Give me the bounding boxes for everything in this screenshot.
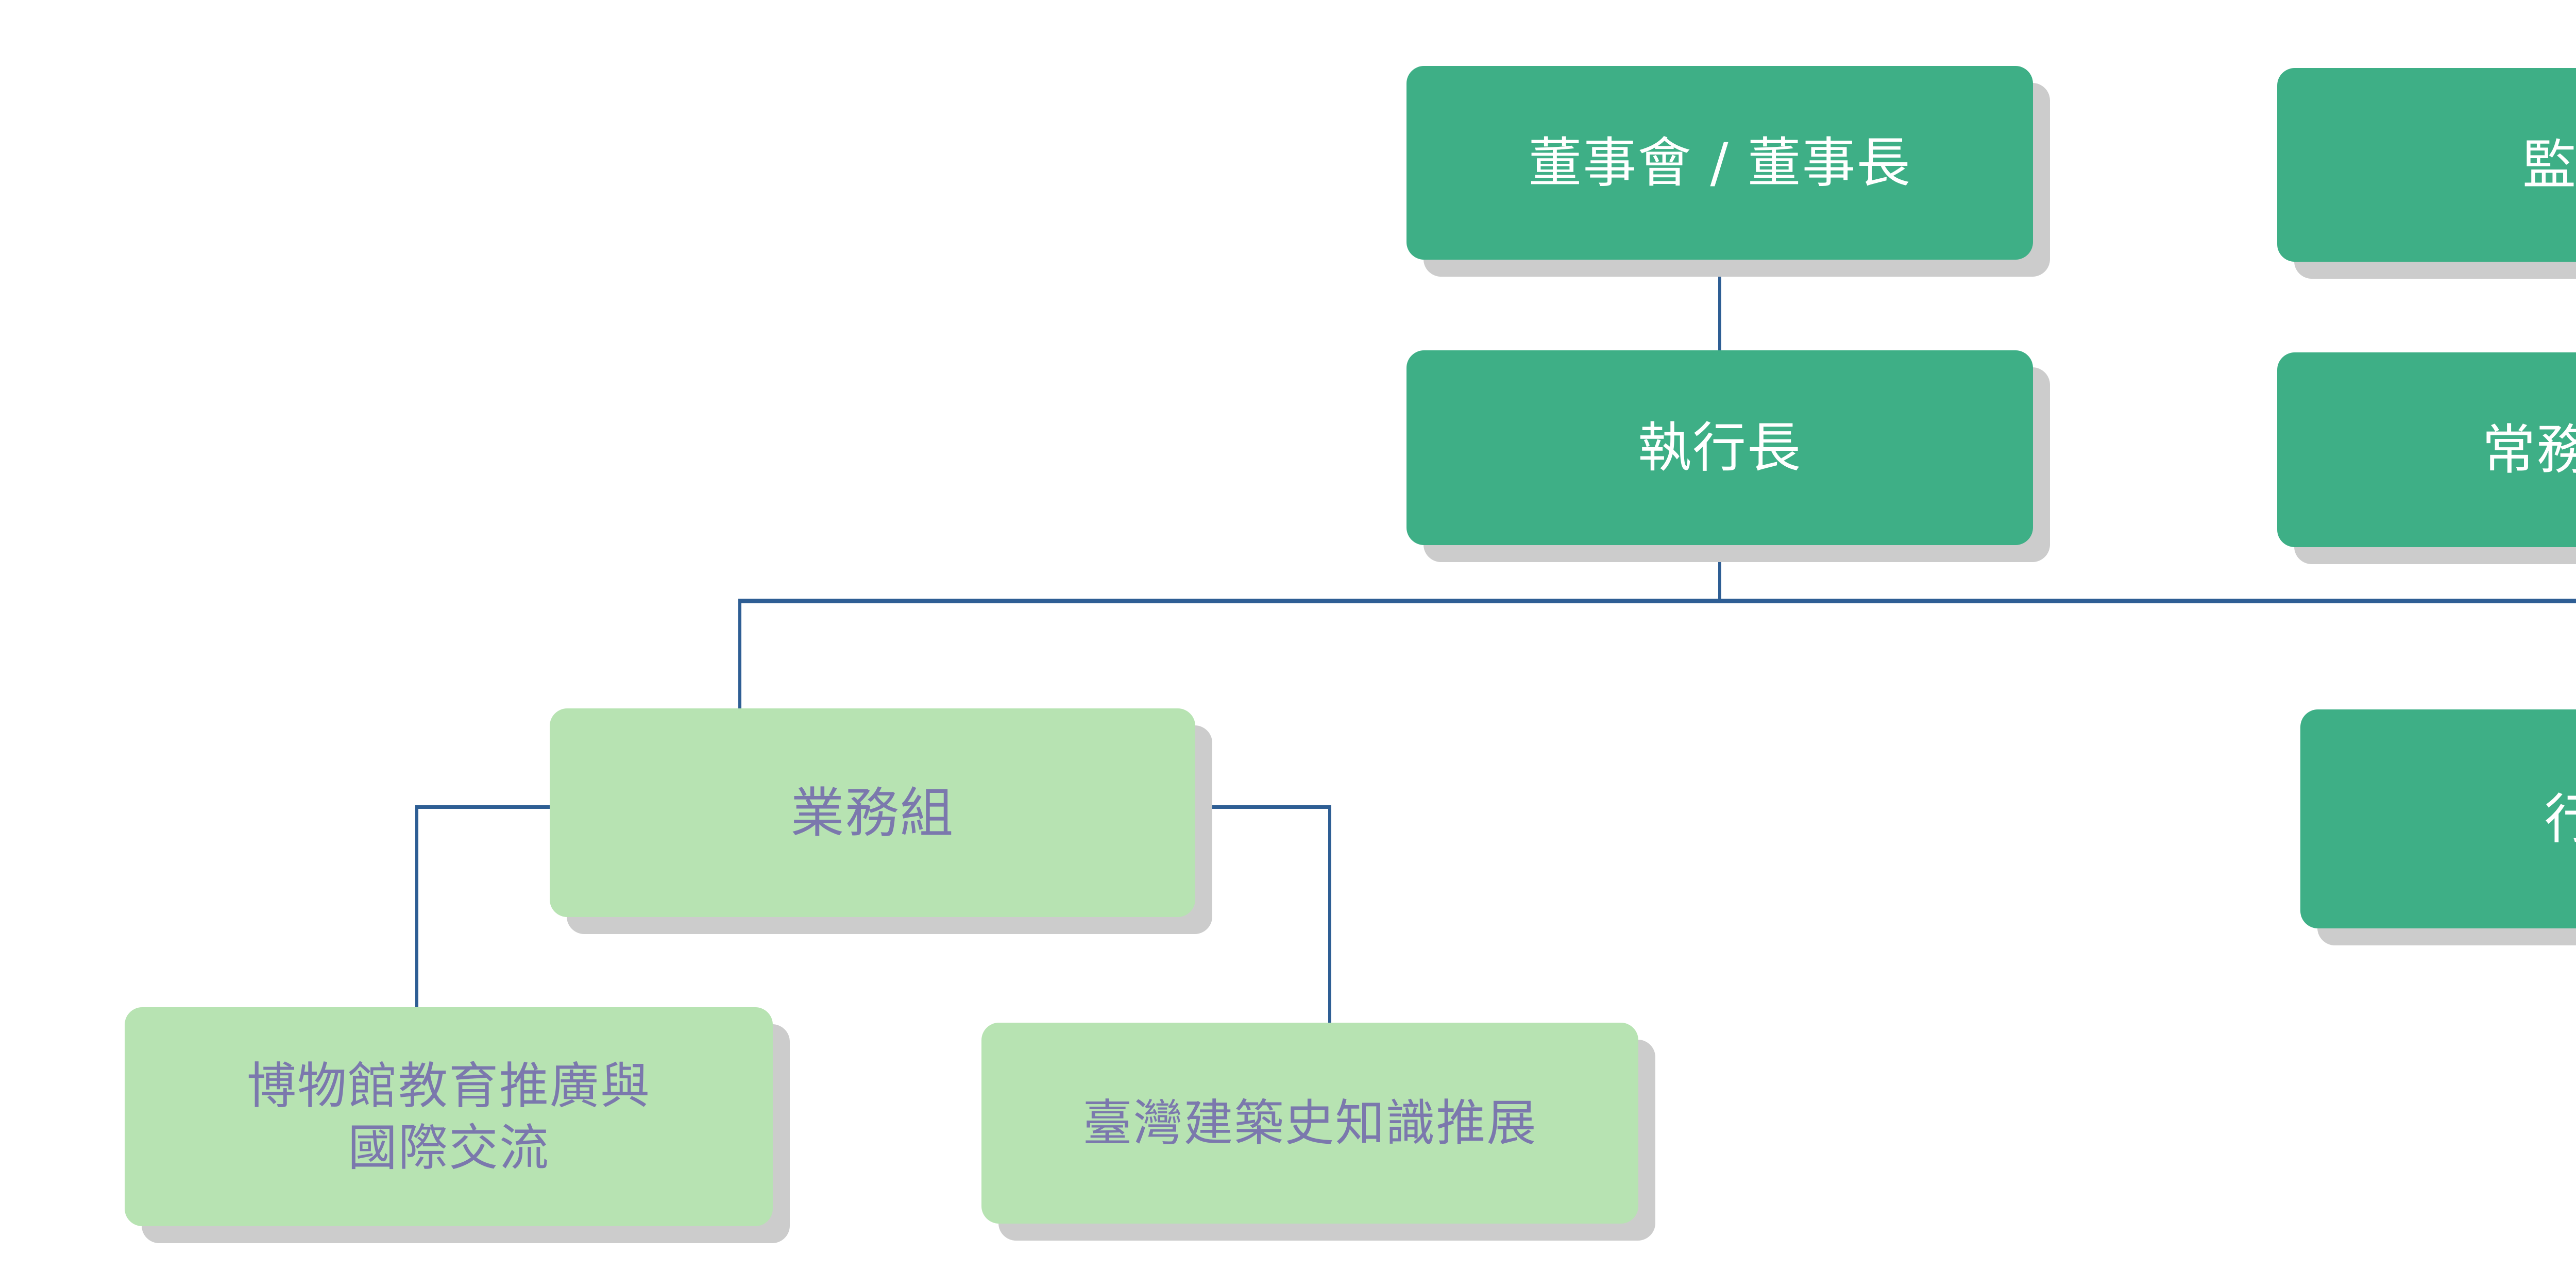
- node-taiwan-architecture-history-knowledge-label: 臺灣建築史知識推展: [1082, 1094, 1537, 1152]
- connector-business-left-stub: [415, 805, 552, 809]
- node-supervisor[interactable]: 監察人: [2277, 68, 2576, 262]
- node-museum-education-international-exchange[interactable]: 博物館教育推廣與 國際交流: [125, 1007, 773, 1226]
- connector-business-to-museum-edu: [415, 805, 418, 1011]
- connector-board-to-ceo: [1718, 260, 1721, 351]
- connector-ceo-dropline: [1718, 545, 1721, 603]
- node-administration-division[interactable]: 行政組: [2300, 709, 2576, 928]
- node-board-of-directors[interactable]: 董事會 / 董事長: [1406, 66, 2033, 260]
- connector-business-to-arch-history: [1328, 805, 1331, 1027]
- connector-business-right-stub: [1193, 805, 1331, 809]
- node-museum-education-international-exchange-label: 博物館教育推廣與 國際交流: [247, 1057, 651, 1177]
- node-board-of-directors-label: 董事會 / 董事長: [1528, 131, 1911, 194]
- node-taiwan-architecture-history-knowledge[interactable]: 臺灣建築史知識推展: [981, 1023, 1638, 1224]
- node-business-division[interactable]: 業務組: [550, 708, 1195, 917]
- node-standing-supervisor[interactable]: 常務監察人: [2277, 352, 2576, 547]
- node-supervisor-label: 監察人: [2522, 133, 2576, 196]
- node-ceo-label: 執行長: [1637, 416, 1802, 479]
- node-business-division-label: 業務組: [790, 781, 955, 844]
- node-administration-division-label: 行政組: [2544, 787, 2576, 851]
- node-standing-supervisor-label: 常務監察人: [2482, 418, 2576, 481]
- connector-bus-to-business: [738, 599, 741, 711]
- node-ceo[interactable]: 執行長: [1406, 350, 2033, 545]
- connector-horizontal-bus: [738, 599, 2576, 603]
